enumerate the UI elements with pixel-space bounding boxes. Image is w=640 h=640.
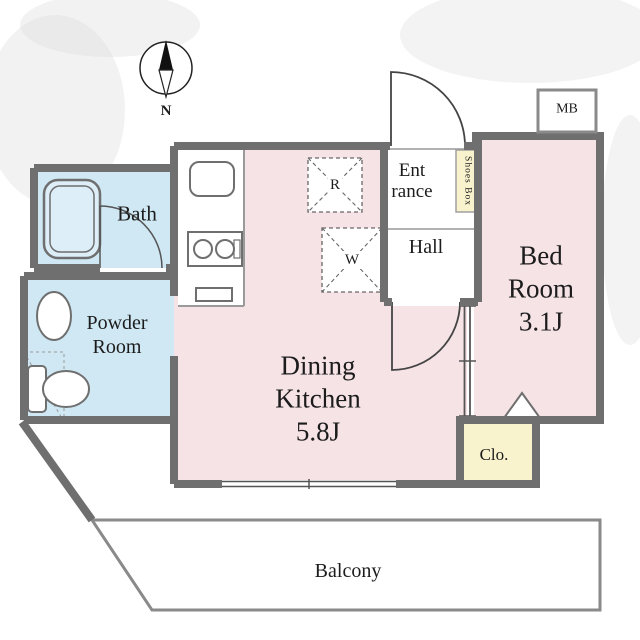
compass-needle-north	[159, 40, 173, 70]
entrance-label-line2: rance	[391, 181, 433, 202]
bedroom-label-line1: Bed	[519, 240, 563, 271]
powder-room-label-line1: Powder	[86, 312, 148, 334]
closet-floor	[460, 418, 536, 484]
dining-kitchen-size: 5.8J	[295, 416, 341, 447]
bedroom-label-line2: Room	[507, 273, 575, 304]
powder-sink-icon	[36, 291, 72, 341]
bedroom-size: 3.1J	[518, 306, 564, 337]
washing-machine-marker-label: W	[342, 251, 362, 269]
bedroom-label: Bed Room 3.1J	[508, 240, 574, 339]
background-texture	[0, 0, 640, 345]
compass	[139, 40, 193, 100]
meter-box	[536, 88, 598, 134]
bath-door-arc	[99, 205, 163, 269]
hall-label: Hall	[408, 236, 444, 258]
bath-label: Bath	[117, 201, 157, 226]
powder-room-label: Powder Room	[86, 311, 147, 359]
bathtub-icon	[42, 178, 102, 260]
dining-kitchen-label: Dining Kitchen 5.8J	[275, 350, 360, 449]
balcony-outline	[89, 518, 602, 612]
bedroom-floor	[474, 136, 600, 420]
kitchen-sink-icon	[189, 161, 235, 197]
compass-needle-south	[158, 69, 174, 100]
balcony-label: Balcony	[314, 560, 382, 582]
counter-bar	[195, 287, 233, 302]
toilet-icon	[27, 365, 90, 413]
compass-north-label: N	[160, 103, 172, 119]
dining-kitchen-label-line1: Dining	[280, 350, 356, 381]
dining-kitchen-floor	[174, 146, 467, 480]
balcony-window	[222, 479, 396, 489]
stove-icon	[187, 231, 243, 267]
shoes-box-label: Shoes Box	[462, 156, 473, 206]
dining-kitchen-label-line2: Kitchen	[275, 383, 361, 414]
walls	[18, 132, 604, 523]
closet-label: Clo.	[479, 444, 509, 464]
refrigerator-marker-label: R	[327, 176, 343, 194]
entrance-label-line1: Ent	[398, 160, 426, 181]
hall-door-arc	[391, 301, 461, 371]
entrance-label: Ent rance	[391, 160, 432, 202]
powder-room-label-line2: Room	[92, 336, 142, 358]
kitchen-counter-edge	[178, 150, 245, 307]
entrance-door-arc	[390, 71, 466, 147]
meter-box-label: MB	[556, 101, 578, 117]
